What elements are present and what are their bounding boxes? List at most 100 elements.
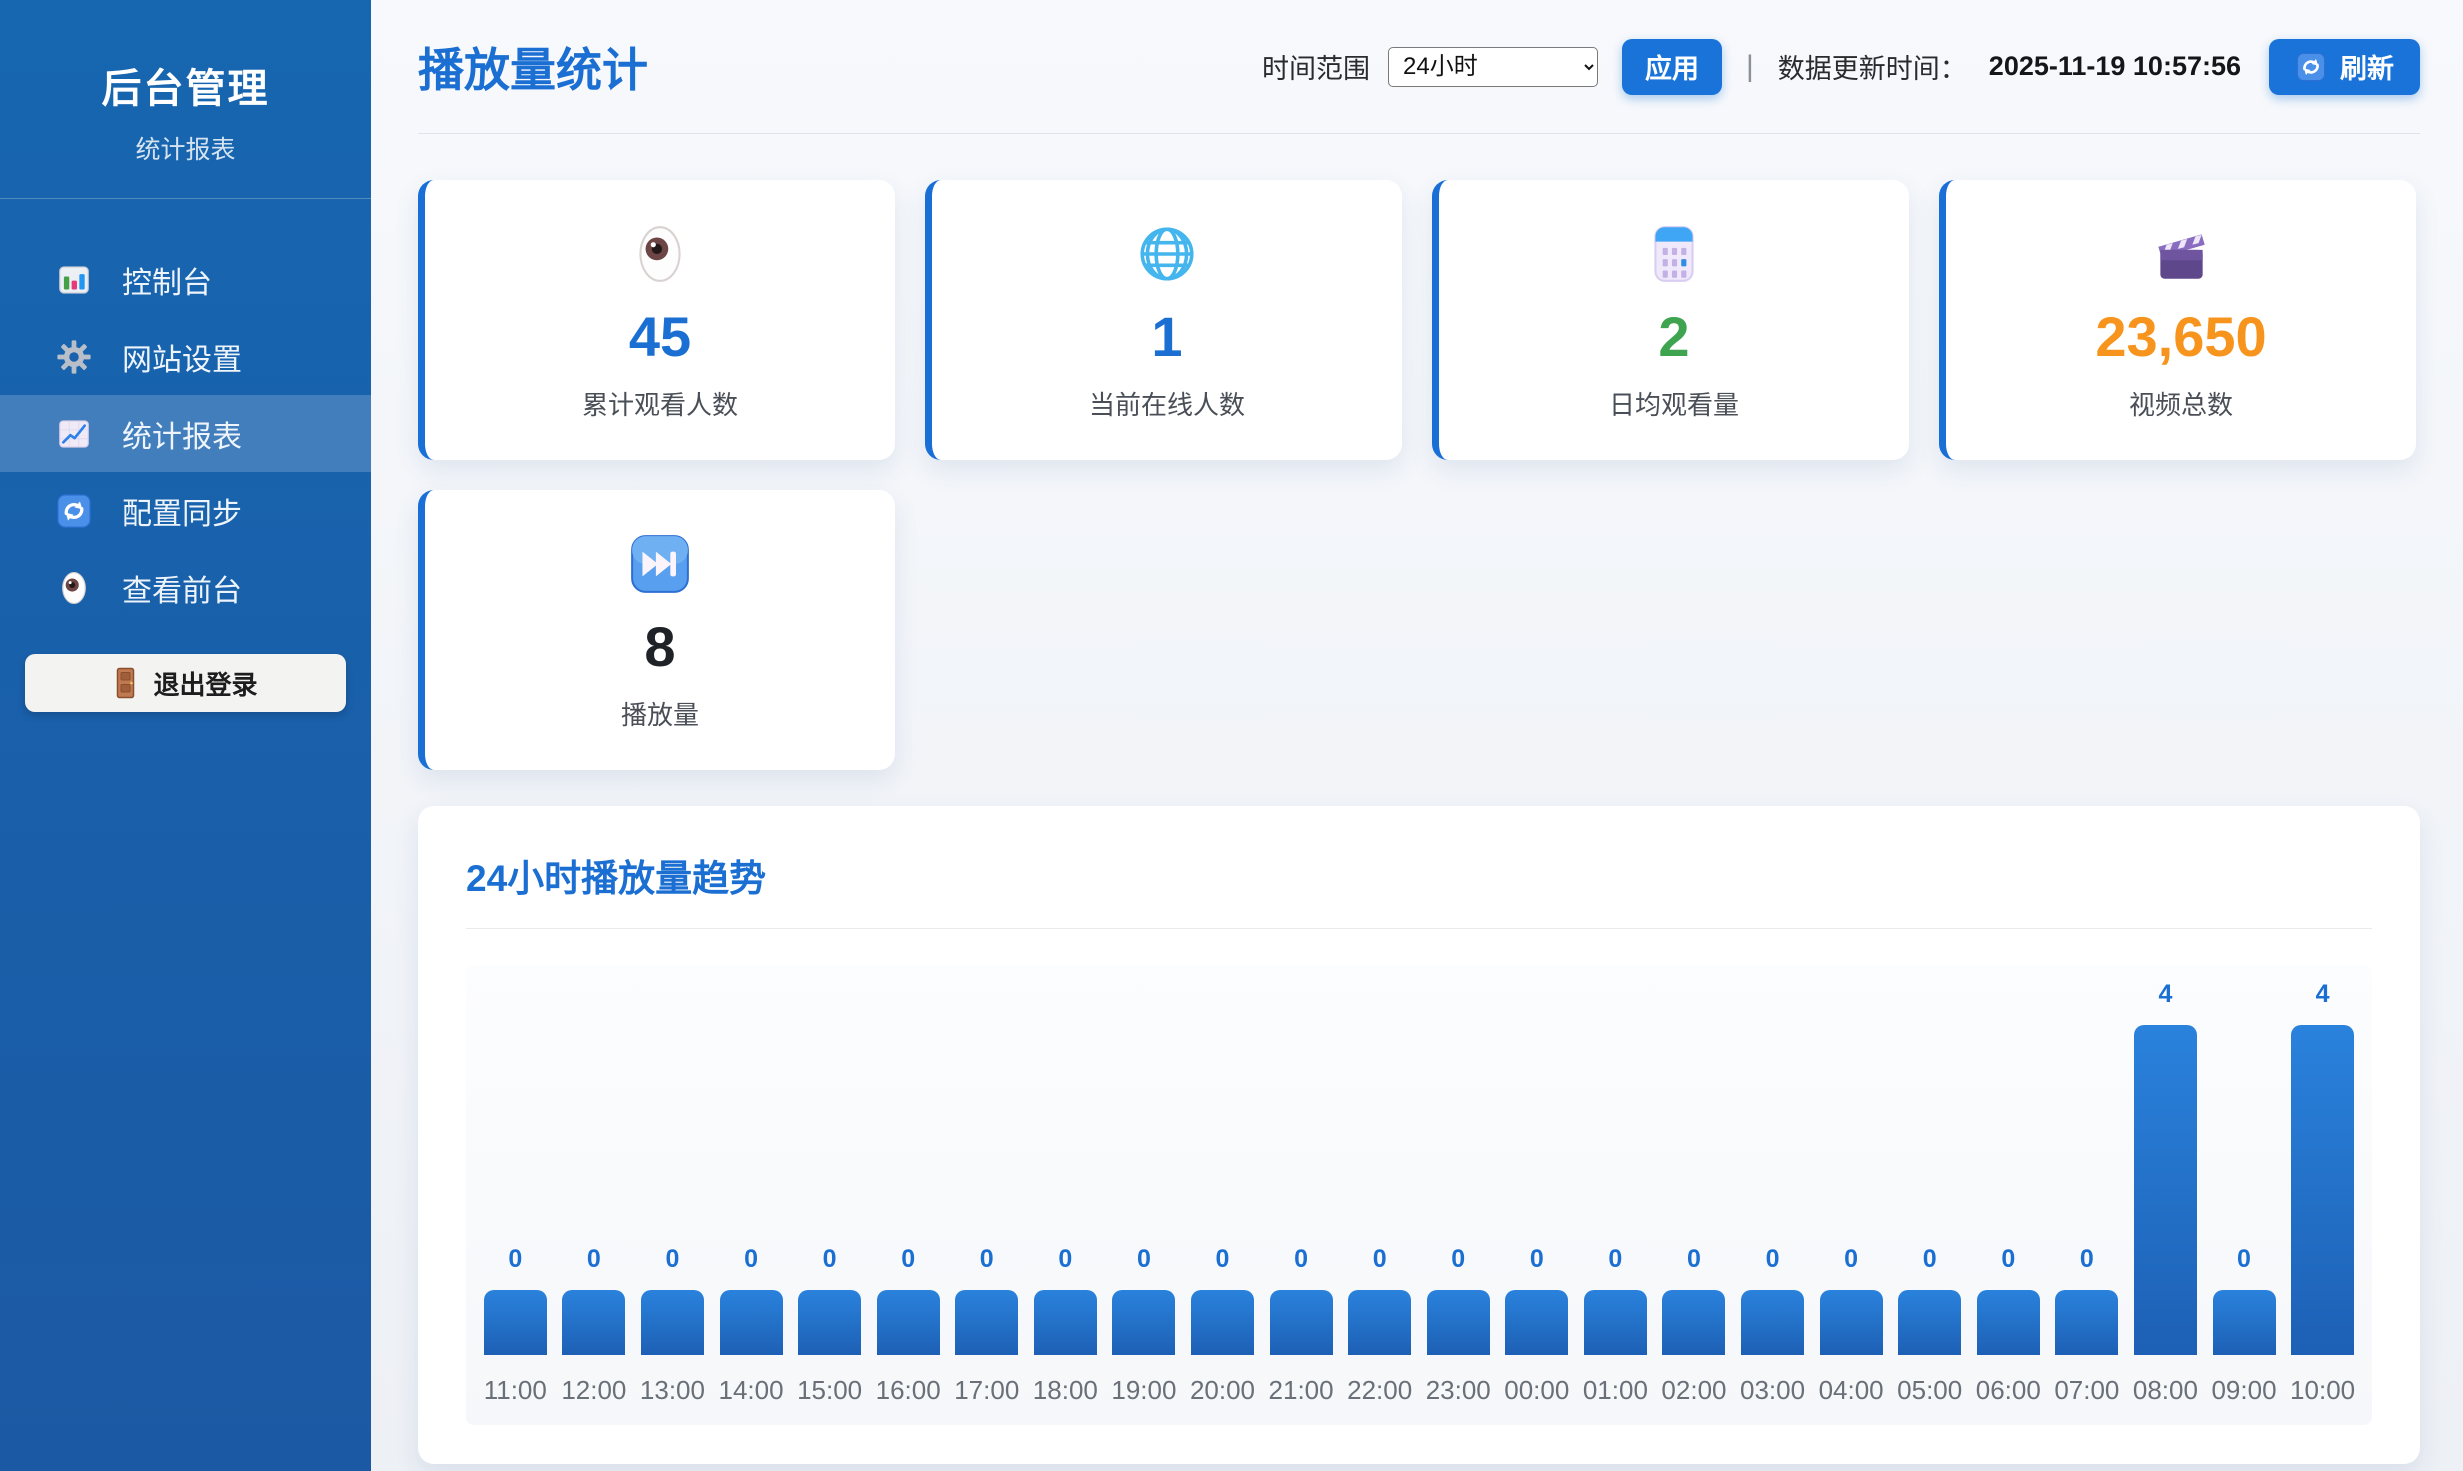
bar-tick-label: 21:00 xyxy=(1268,1374,1334,1405)
bar-value-label: 0 xyxy=(1844,1245,1859,1273)
stat-label: 累计观看人数 xyxy=(581,389,738,420)
stat-icon-slot xyxy=(1641,219,1707,289)
chart-bar: 0 23:00 xyxy=(1419,965,1498,1425)
sync-icon xyxy=(2297,52,2325,81)
bar-value-label: 0 xyxy=(1608,1245,1623,1273)
update-time-label: 数据更新时间： xyxy=(1777,54,1967,84)
refresh-button[interactable]: 刷新 xyxy=(2269,38,2420,95)
stat-value: 2 xyxy=(1658,304,1690,368)
door-icon-slot xyxy=(113,667,138,699)
chart-bar: 0 13:00 xyxy=(633,965,712,1425)
bar-value-label: 0 xyxy=(665,1245,680,1273)
stat-label: 当前在线人数 xyxy=(1088,389,1245,420)
time-range-label: 时间范围 xyxy=(1262,54,1370,84)
bar-rect xyxy=(1505,1290,1569,1355)
bar-tick-label: 16:00 xyxy=(875,1374,941,1405)
stat-icon-slot xyxy=(2148,219,2214,289)
bar-tick-label: 09:00 xyxy=(2211,1374,2277,1405)
sidebar-item-statistics[interactable]: 统计报表 xyxy=(0,395,371,472)
sidebar-subtitle: 统计报表 xyxy=(135,136,236,164)
bar-value-label: 0 xyxy=(586,1245,601,1273)
bar-tick-label: 22:00 xyxy=(1347,1374,1413,1405)
bar-rect xyxy=(1190,1290,1254,1355)
bar-rect xyxy=(1976,1290,2040,1355)
chart-bar: 0 15:00 xyxy=(790,965,869,1425)
stat-label: 播放量 xyxy=(620,699,699,730)
chart-bar: 0 07:00 xyxy=(2048,965,2127,1425)
chart-bar: 0 16:00 xyxy=(869,965,948,1425)
bar-value-label: 0 xyxy=(1136,1245,1151,1273)
bar-rect xyxy=(562,1290,626,1355)
bar-tick-label: 18:00 xyxy=(1032,1374,1098,1405)
eye-icon xyxy=(62,571,86,604)
sidebar-item-config-sync[interactable]: 配置同步 xyxy=(0,472,371,549)
bar-rect xyxy=(2055,1290,2119,1355)
bar-tick-label: 02:00 xyxy=(1661,1374,1727,1405)
bar-rect xyxy=(1819,1290,1883,1355)
stat-value: 1 xyxy=(1151,304,1183,368)
sidebar-divider xyxy=(0,198,371,199)
bar-value-label: 0 xyxy=(901,1245,916,1273)
bar-value-label: 0 xyxy=(2079,1245,2094,1273)
bar-value-label: 0 xyxy=(822,1245,837,1273)
bar-tick-label: 08:00 xyxy=(2132,1374,2198,1405)
sync-icon-slot xyxy=(2295,51,2327,83)
sidebar-item-site-settings[interactable]: 网站设置 xyxy=(0,318,371,395)
bar-value-label: 0 xyxy=(1294,1245,1309,1273)
bar-tick-label: 12:00 xyxy=(561,1374,627,1405)
sidebar-item-view-frontend[interactable]: 查看前台 xyxy=(0,549,371,626)
sidebar-item-label: 统计报表 xyxy=(122,420,242,454)
chart-divider xyxy=(466,928,2372,929)
bar-rect xyxy=(1348,1290,1412,1355)
bar-rect xyxy=(798,1290,862,1355)
bar-tick-label: 04:00 xyxy=(1818,1374,1884,1405)
chart-bar: 0 01:00 xyxy=(1576,965,1655,1425)
bar-rect xyxy=(2291,1025,2355,1355)
stat-icon-slot xyxy=(627,529,693,599)
bar-tick-label: 05:00 xyxy=(1897,1374,1963,1405)
sidebar-item-label: 配置同步 xyxy=(122,497,242,531)
chart-card: 24小时播放量趋势 0 11:00 0 12:00 0 13:00 0 14:0… xyxy=(418,806,2420,1464)
bar-value-label: 0 xyxy=(979,1245,994,1273)
sidebar-nav: 控制台 网站设置 统计报表 配置同步 xyxy=(0,241,371,626)
bar-chart-icon xyxy=(59,265,89,294)
stat-card: 2 日均观看量 xyxy=(1432,180,1909,460)
time-range-select[interactable]: 24小时 xyxy=(1388,46,1598,87)
bar-value-label: 0 xyxy=(508,1245,523,1273)
sync-icon xyxy=(57,493,91,528)
bar-tick-label: 15:00 xyxy=(797,1374,863,1405)
chart-bar: 0 20:00 xyxy=(1183,965,1262,1425)
chart-bar: 0 09:00 xyxy=(2205,965,2284,1425)
bar-rect xyxy=(955,1290,1019,1355)
sidebar-item-console[interactable]: 控制台 xyxy=(0,241,371,318)
page-title: 播放量统计 xyxy=(418,43,648,96)
sidebar-item-label: 网站设置 xyxy=(122,343,242,377)
stat-label: 日均观看量 xyxy=(1608,389,1739,420)
chart-bar: 4 10:00 xyxy=(2283,965,2362,1425)
nav-icon-slot xyxy=(54,414,94,454)
globe-icon xyxy=(1140,226,1194,281)
bar-value-label: 4 xyxy=(2315,980,2330,1008)
apply-button[interactable]: 应用 xyxy=(1622,38,1722,95)
sidebar-item-label: 查看前台 xyxy=(122,574,242,608)
logout-button[interactable]: 退出登录 xyxy=(25,654,346,712)
bar-rect xyxy=(2212,1290,2276,1355)
chart-title: 24小时播放量趋势 xyxy=(466,858,767,899)
stat-icon-slot xyxy=(627,219,693,289)
bar-tick-label: 00:00 xyxy=(1504,1374,1570,1405)
next-track-icon xyxy=(631,534,689,593)
chart-plot: 0 11:00 0 12:00 0 13:00 0 14:00 0 15:00 … xyxy=(466,965,2372,1425)
chart-bar: 0 05:00 xyxy=(1890,965,1969,1425)
chart-bar: 4 08:00 xyxy=(2126,965,2205,1425)
stat-card: 45 累计观看人数 xyxy=(418,180,895,460)
bar-rect xyxy=(1741,1290,1805,1355)
bar-value-label: 0 xyxy=(1372,1245,1387,1273)
gear-icon xyxy=(57,339,91,374)
header-controls: 时间范围 24小时 应用 | 数据更新时间： 2025-11-19 10:57:… xyxy=(1262,38,2420,95)
stat-card: 23,650 视频总数 xyxy=(1939,180,2416,460)
bar-tick-label: 17:00 xyxy=(954,1374,1020,1405)
bar-tick-label: 14:00 xyxy=(718,1374,784,1405)
chart-bar: 0 02:00 xyxy=(1655,965,1734,1425)
eye-icon xyxy=(639,225,681,282)
clapper-icon xyxy=(2158,233,2205,279)
